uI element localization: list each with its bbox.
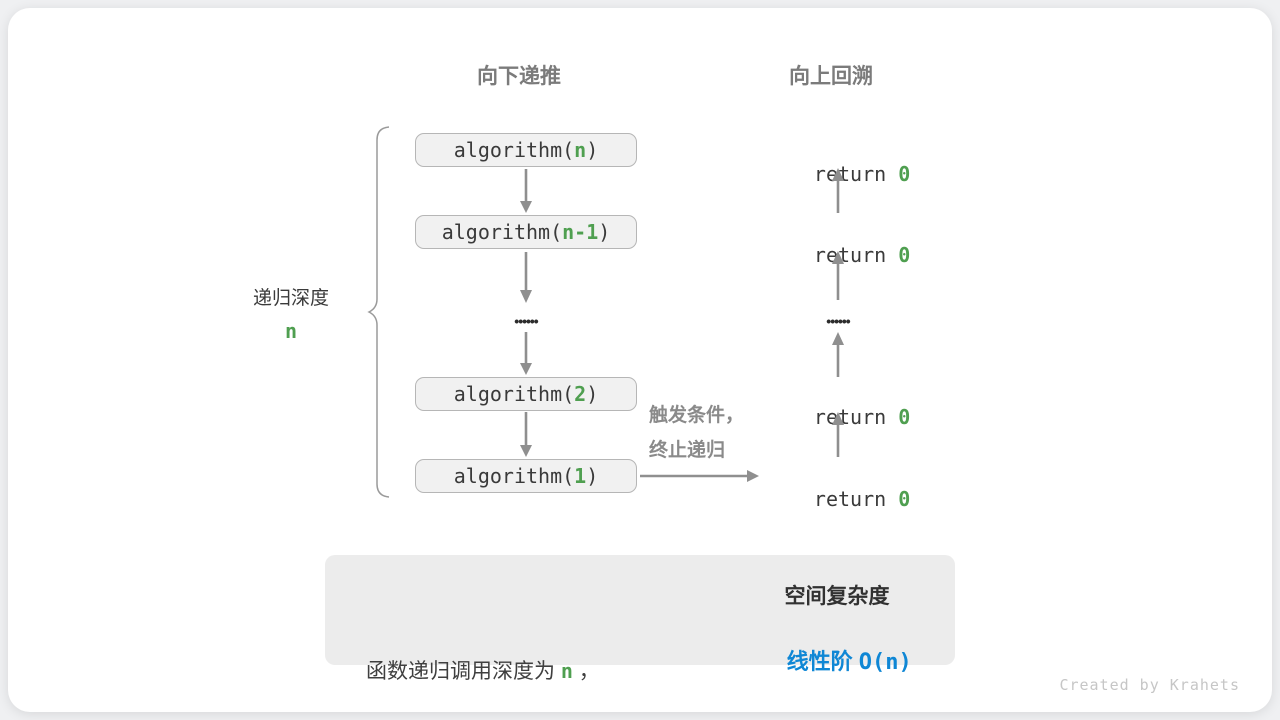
header-upward-backtrack: 向上回溯 bbox=[789, 65, 873, 88]
return-statement-4: return 0 bbox=[766, 463, 911, 535]
call-arg: n bbox=[574, 138, 587, 162]
call-text: algorithm( bbox=[453, 382, 575, 406]
ellipsis-call-column: •••••• bbox=[514, 313, 538, 329]
summary-panel bbox=[325, 555, 955, 665]
recursion-depth-value: n bbox=[284, 319, 298, 343]
return-keyword: return bbox=[813, 162, 899, 186]
return-value: 0 bbox=[898, 162, 911, 186]
call-text: ) bbox=[598, 220, 611, 244]
credit-line: Created by Krahets bbox=[1059, 676, 1240, 694]
summary-text: ， bbox=[572, 660, 600, 683]
call-text: algorithm( bbox=[441, 220, 563, 244]
return-value: 0 bbox=[898, 487, 911, 511]
call-text: ) bbox=[586, 464, 599, 488]
trigger-line-2: 终止递归 bbox=[649, 440, 726, 461]
trigger-condition-label: 触发条件， 终止递归 bbox=[649, 398, 744, 468]
recursion-depth-label: 递归深度 bbox=[252, 288, 330, 309]
space-complexity-value: 线性阶 O(n) bbox=[762, 618, 912, 702]
return-statement-3: return 0 bbox=[766, 381, 911, 453]
call-arg: 2 bbox=[574, 382, 587, 406]
return-statement-2: return 0 bbox=[766, 219, 911, 291]
trigger-line-1: 触发条件， bbox=[649, 405, 745, 426]
summary-line-1: 函数递归调用深度为 n ， bbox=[366, 651, 600, 692]
call-arg: 1 bbox=[574, 464, 587, 488]
return-statement-1: return 0 bbox=[766, 138, 911, 210]
call-arg: n-1 bbox=[562, 220, 599, 244]
header-downward-recursion: 向下递推 bbox=[477, 65, 561, 88]
ellipsis-return-column: •••••• bbox=[826, 313, 850, 329]
return-value: 0 bbox=[898, 243, 911, 267]
return-keyword: return bbox=[813, 405, 899, 429]
call-text: algorithm( bbox=[453, 464, 575, 488]
return-value: 0 bbox=[898, 405, 911, 429]
call-box-algorithm-2: algorithm(2) bbox=[415, 377, 637, 411]
call-box-algorithm-1: algorithm(1) bbox=[415, 459, 637, 493]
call-text: ) bbox=[586, 382, 599, 406]
summary-text: 函数递归调用深度为 bbox=[366, 660, 561, 683]
space-complexity-title: 空间复杂度 bbox=[784, 585, 890, 608]
complexity-order-label: 线性阶 bbox=[786, 649, 859, 674]
call-box-algorithm-n: algorithm(n) bbox=[415, 133, 637, 167]
call-text: algorithm( bbox=[453, 138, 575, 162]
summary-left-text: 函数递归调用深度为 n ， 共使用 O(n) 的栈帧空间 bbox=[366, 571, 600, 720]
complexity-big-o: O(n) bbox=[858, 650, 912, 675]
call-text: ) bbox=[586, 138, 599, 162]
call-box-algorithm-n-1: algorithm(n-1) bbox=[415, 215, 637, 249]
return-keyword: return bbox=[813, 243, 899, 267]
return-keyword: return bbox=[813, 487, 899, 511]
summary-arg: n bbox=[560, 659, 573, 683]
